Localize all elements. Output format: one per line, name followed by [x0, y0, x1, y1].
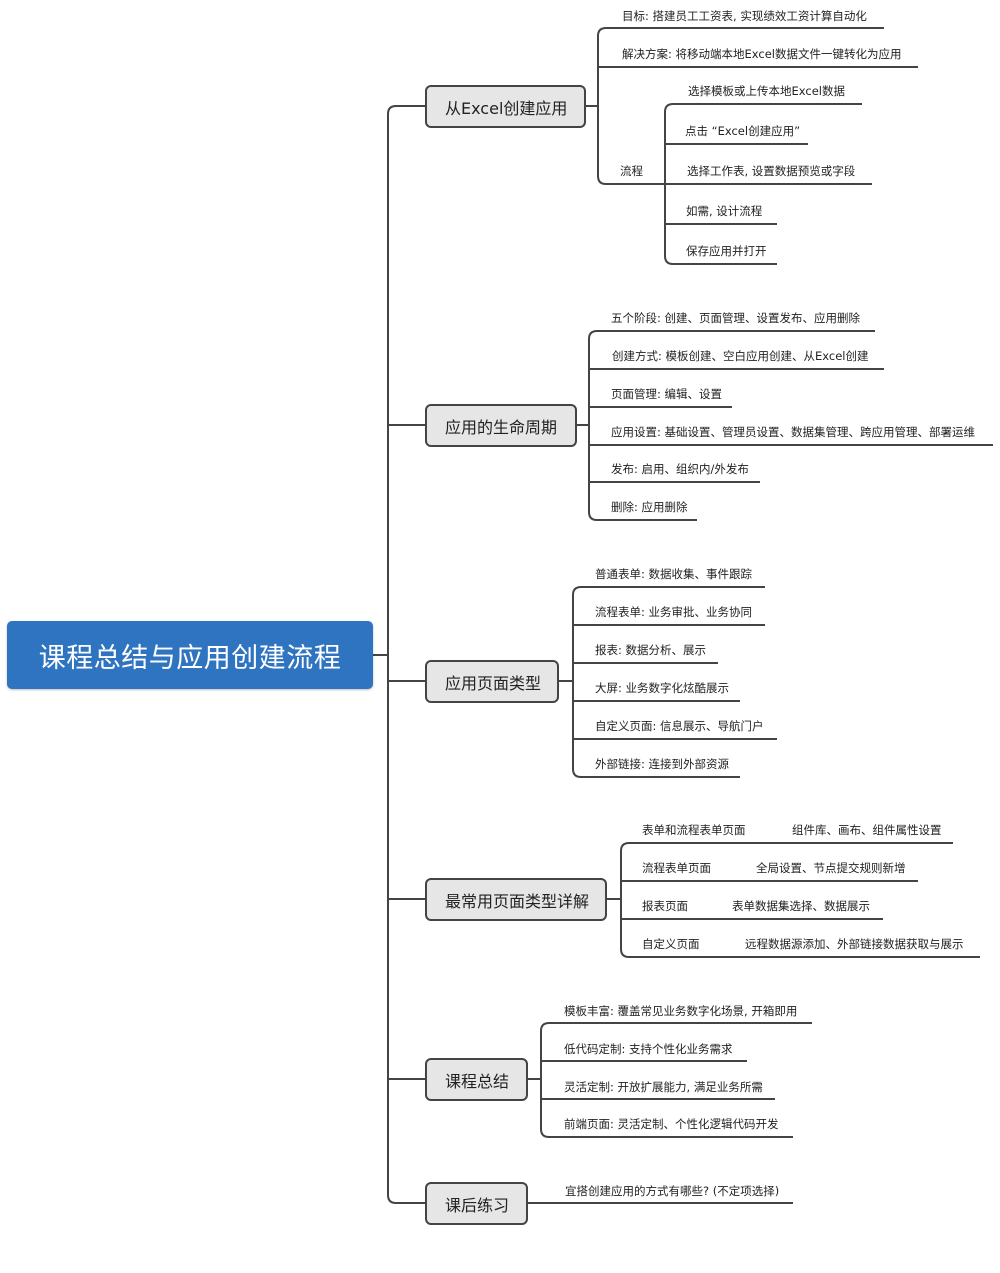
flow-step-4: 如需, 设计流程 [686, 204, 763, 218]
leaf-lifecycle-create: 创建方式: 模板创建、空白应用创建、从Excel创建 [612, 349, 869, 363]
leaf-excel-flow: 流程 [620, 164, 643, 178]
detail-name-3: 报表页面 [642, 899, 688, 913]
leaf-pagetype-screen: 大屏: 业务数字化炫酷展示 [595, 681, 730, 695]
connector-line [620, 899, 980, 958]
connector-line [572, 681, 740, 778]
connector-line [597, 27, 884, 106]
connector-line [387, 1194, 425, 1204]
branch-lifecycle[interactable]: 应用的生命周期 [425, 404, 577, 447]
leaf-lifecycle-delete: 删除: 应用删除 [611, 500, 688, 514]
leaf-pagetype-link: 外部链接: 连接到外部资源 [595, 757, 730, 771]
leaf-excel-solution: 解决方案: 将移动端本地Excel数据文件一键转化为应用 [622, 47, 902, 61]
connector-line [664, 184, 777, 265]
detail-desc-1: 组件库、画布、组件属性设置 [792, 823, 942, 837]
detail-desc-2: 全局设置、节点提交规则新增 [756, 861, 906, 875]
branch-excel-create[interactable]: 从Excel创建应用 [425, 85, 586, 128]
leaf-pagetype-report: 报表: 数据分析、展示 [595, 643, 707, 657]
connector-line [540, 1079, 793, 1138]
connector-line [588, 425, 697, 521]
connector-line [387, 105, 425, 115]
leaf-lifecycle-publish: 发布: 启用、组织内/外发布 [611, 462, 749, 476]
detail-name-2: 流程表单页面 [642, 861, 711, 875]
branch-page-details[interactable]: 最常用页面类型详解 [425, 878, 607, 921]
leaf-exercise-question: 宜搭创建应用的方式有哪些? (不定项选择) [565, 1184, 780, 1198]
flow-step-1: 选择模板或上传本地Excel数据 [688, 84, 845, 98]
connector-line [588, 330, 875, 425]
detail-desc-3: 表单数据集选择、数据展示 [732, 899, 870, 913]
connector-line [540, 1022, 812, 1079]
branch-exercise[interactable]: 课后练习 [425, 1182, 528, 1225]
leaf-summary-templates: 模板丰富: 覆盖常见业务数字化场景, 开箱即用 [564, 1004, 798, 1018]
branch-page-types[interactable]: 应用页面类型 [425, 660, 559, 703]
branch-summary[interactable]: 课程总结 [425, 1058, 528, 1101]
flow-step-2: 点击 “Excel创建应用” [685, 124, 801, 138]
leaf-lifecycle-pages: 页面管理: 编辑、设置 [611, 387, 723, 401]
connector-line [664, 103, 862, 184]
leaf-summary-frontend: 前端页面: 灵活定制、个性化逻辑代码开发 [564, 1117, 779, 1131]
leaf-summary-flexible: 灵活定制: 开放扩展能力, 满足业务所需 [564, 1080, 763, 1094]
leaf-pagetype-custom: 自定义页面: 信息展示、导航门户 [595, 719, 764, 733]
leaf-excel-goal: 目标: 搭建员工工资表, 实现绩效工资计算自动化 [622, 9, 867, 23]
connector-line [597, 106, 650, 185]
flow-step-3: 选择工作表, 设置数据预览或字段 [687, 164, 856, 178]
leaf-summary-lowcode: 低代码定制: 支持个性化业务需求 [564, 1042, 733, 1056]
detail-name-1: 表单和流程表单页面 [642, 823, 746, 837]
leaf-lifecycle-stages: 五个阶段: 创建、页面管理、设置发布、应用删除 [611, 311, 861, 325]
detail-desc-4: 远程数据源添加、外部链接数据获取与展示 [745, 937, 964, 951]
leaf-lifecycle-settings: 应用设置: 基础设置、管理员设置、数据集管理、跨应用管理、部署运维 [611, 425, 976, 439]
leaf-pagetype-flowform: 流程表单: 业务审批、业务协同 [595, 605, 753, 619]
flow-step-5: 保存应用并打开 [686, 244, 767, 258]
connector-line [620, 842, 953, 899]
connector-line [572, 586, 765, 681]
detail-name-4: 自定义页面 [642, 937, 700, 951]
root-topic[interactable]: 课程总结与应用创建流程 [7, 621, 373, 689]
leaf-pagetype-form: 普通表单: 数据收集、事件跟踪 [595, 567, 753, 581]
